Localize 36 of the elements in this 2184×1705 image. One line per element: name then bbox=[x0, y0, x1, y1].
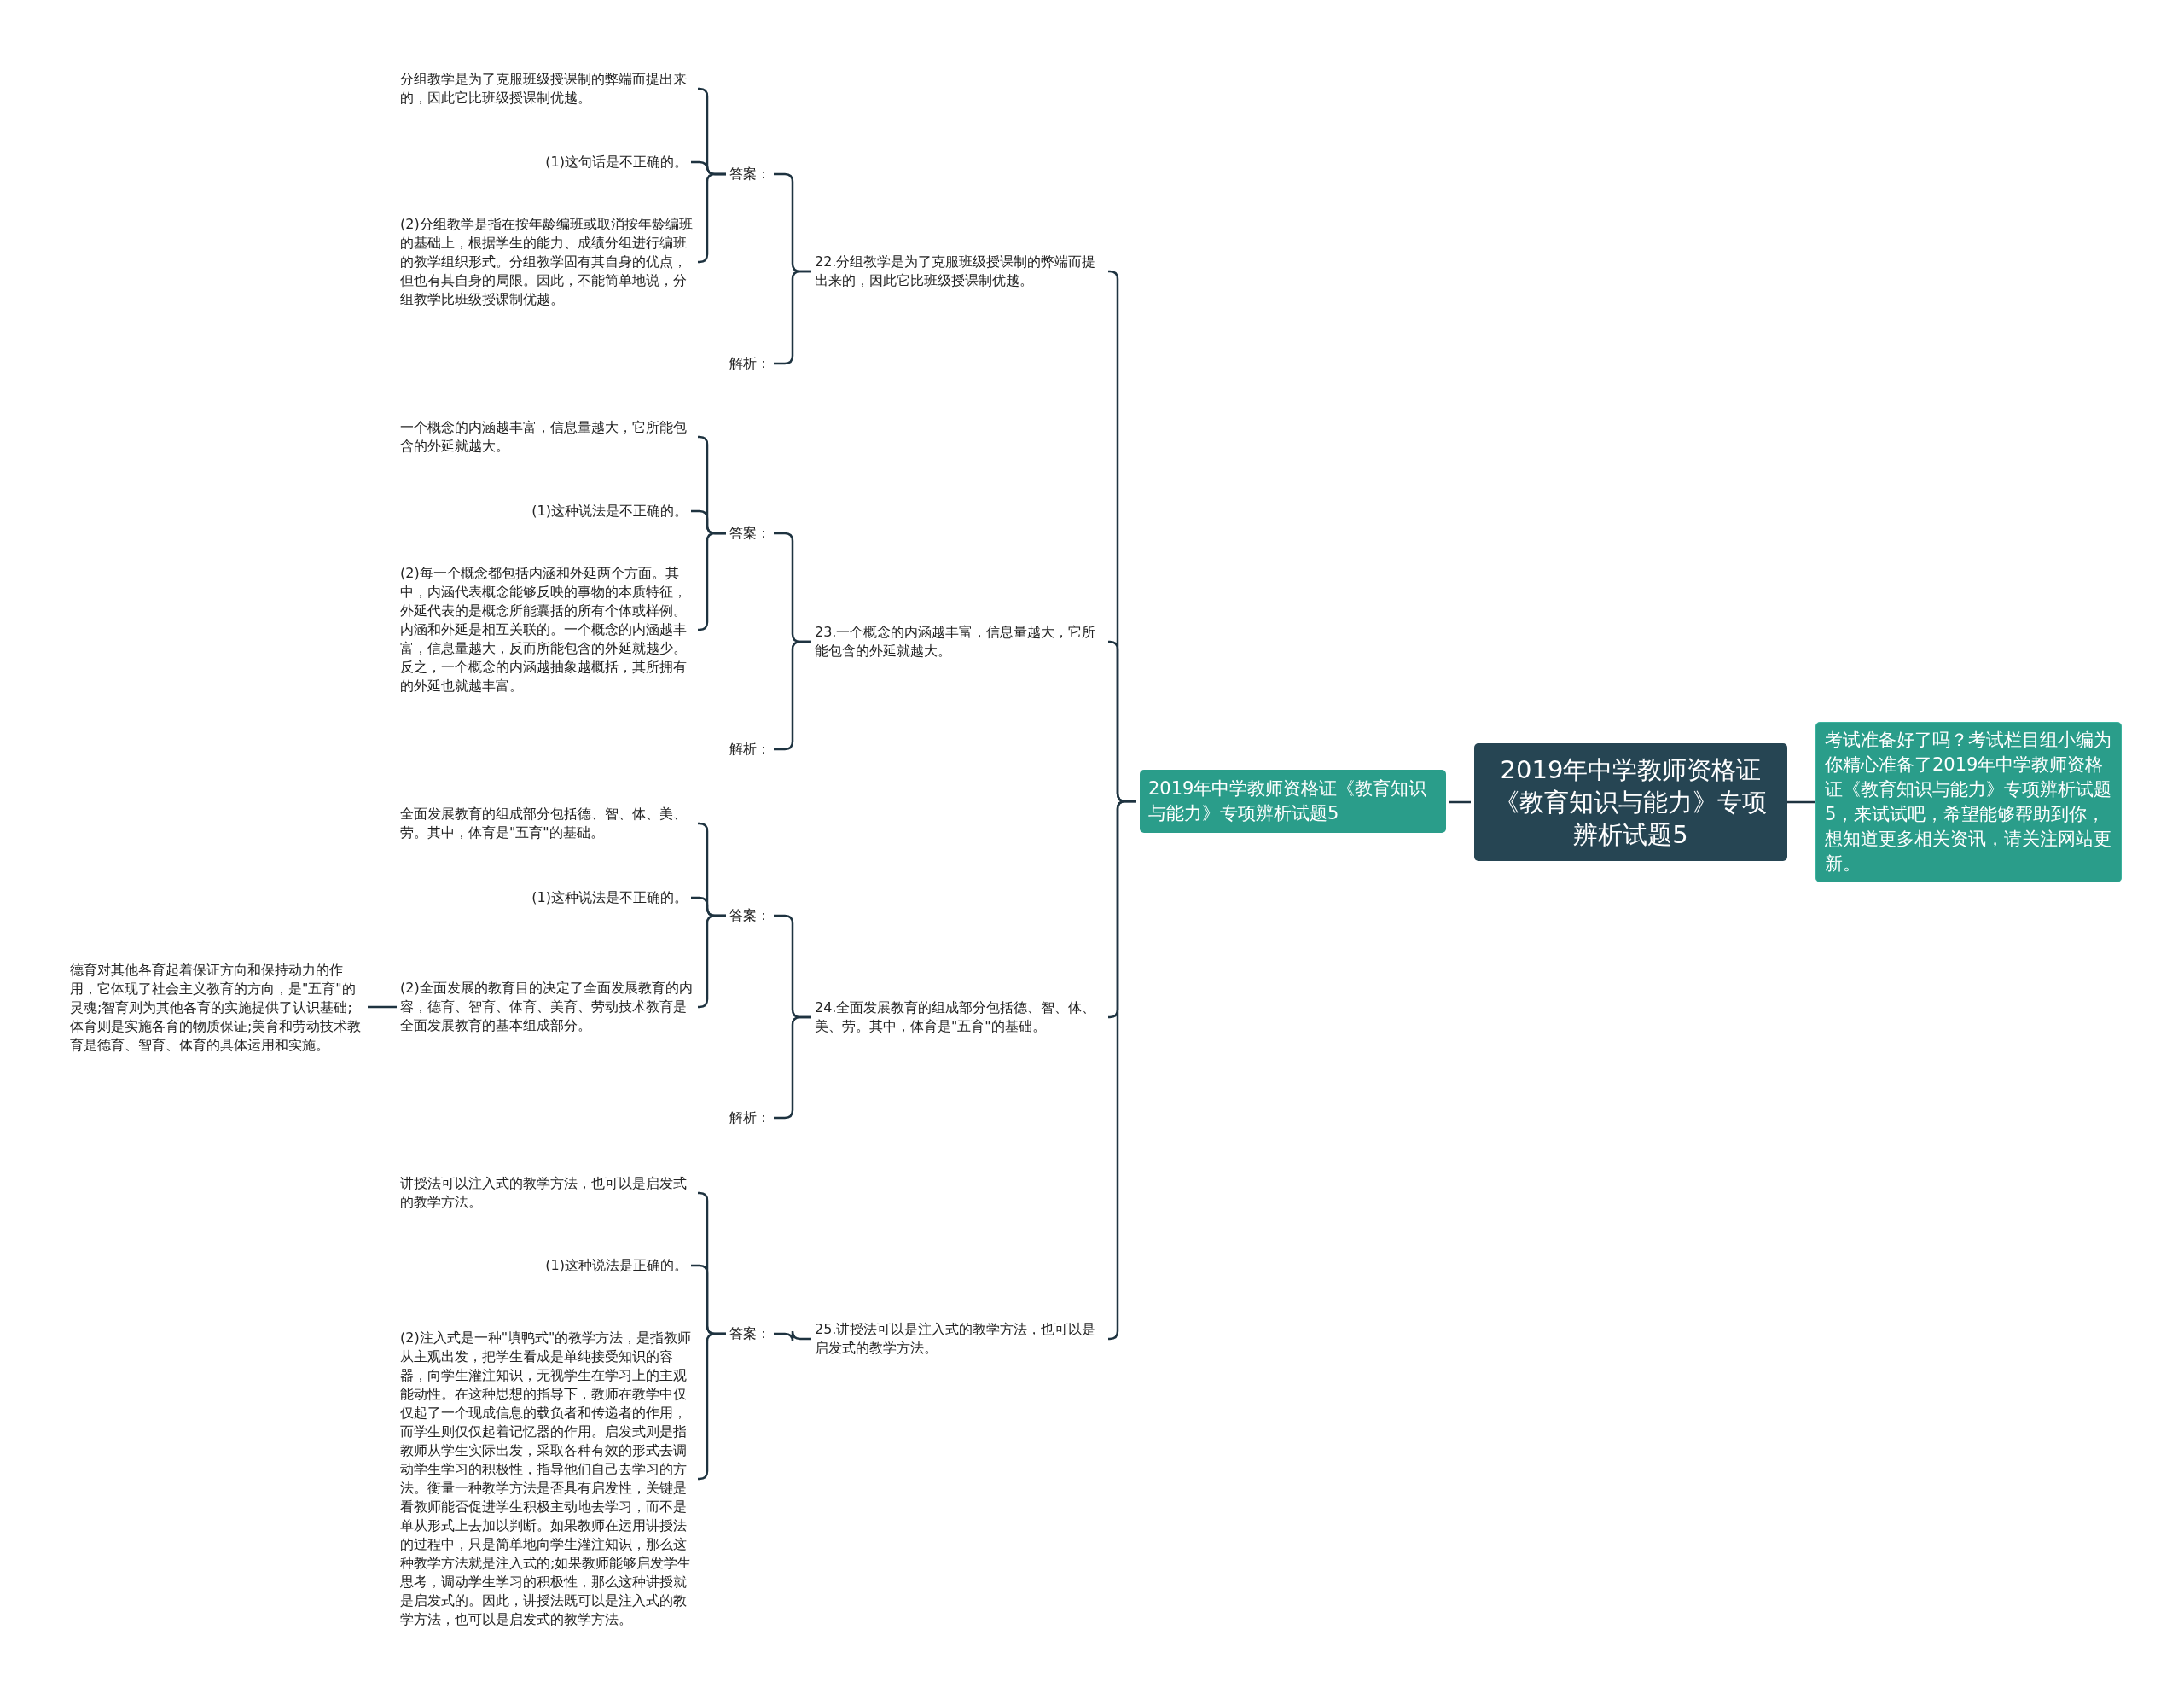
answer-label: 答案： bbox=[729, 524, 770, 543]
description-box: 考试准备好了吗？考试栏目组小编为你精心准备了2019年中学教师资格证《教育知识与能力》专项辨析试题5，来试试吧，希望能够帮助到你，想知道更多相关资讯，请关注网站更新。 bbox=[1815, 722, 2122, 882]
branch-line bbox=[1449, 800, 1471, 804]
statement-text: 讲授法可以注入式的教学方法，也可以是启发式的教学方法。 bbox=[400, 1174, 694, 1212]
branch-line bbox=[368, 1005, 397, 1009]
topic-box: 2019年中学教师资格证《教育知识与能力》专项辨析试题5 bbox=[1140, 770, 1446, 833]
branch-line bbox=[774, 1330, 811, 1343]
branch-line bbox=[1787, 800, 1815, 804]
statement-text: 分组教学是为了克服班级授课制的弊端而提出来的，因此它比班级授课制优越。 bbox=[400, 70, 694, 108]
analysis-label: 解析： bbox=[729, 354, 770, 373]
statement-text: 一个概念的内涵越丰富，信息量越大，它所能包含的外延就越大。 bbox=[400, 418, 694, 456]
question-text: 23.一个概念的内涵越丰富，信息量越大，它所能包含的外延就越大。 bbox=[815, 623, 1105, 660]
analysis-label: 解析： bbox=[729, 740, 770, 759]
branch-line bbox=[698, 172, 726, 264]
question-text: 22.分组教学是为了克服班级授课制的弊端而提出来的，因此它比班级授课制优越。 bbox=[815, 253, 1105, 290]
branch-line bbox=[698, 532, 726, 631]
explanation-text: (2)注入式是一种"填鸭式"的教学方法，是指教师从主观出发，把学生看成是单纯接受知识的容器，向学生灌注知识，无视学生在学习上的主观能动性。在这种思想的指导下，教师在教学中仅仅起了一个现成信息的载负者和传递者的作用，而学生则仅仅起着记忆器的作用。启发式则是指教师从学生实际出发，采取各种有效的形式去调动学生学习的积极性，指导他们自己去学习的方法。衡量一种教学方法是否具有启发性，关键是看教师能否促进学生积极主动地去学习，而不是单从形式上去加以判断。如果教师在运用讲授法的过程中，只是简单地向学生灌注知识，那么这种教学方法就是注入式的;如果教师能够启发学生思考，调动学生学习的积极性，那么这种讲授就是启发式的。因此，讲授法既可以是注入式的教学方法，也可以是启发式的教学方法。 bbox=[400, 1329, 694, 1629]
branch-line bbox=[698, 914, 726, 1009]
explanation-text: (2)分组教学是指在按年龄编班或取消按年龄编班的基础上，根据学生的能力、成绩分组进行编班的教学组织形式。分组教学固有其自身的优点，但也有其自身的局限。因此，不能简单地说，分组教学比班级授课制优越。 bbox=[400, 215, 694, 309]
branch-line bbox=[1107, 800, 1136, 1341]
answer-label: 答案： bbox=[729, 1324, 770, 1343]
answer-label: 答案： bbox=[729, 906, 770, 925]
analysis-label: 解析： bbox=[729, 1109, 770, 1127]
central-topic-box: 2019年中学教师资格证《教育知识与能力》专项辨析试题5 bbox=[1474, 743, 1787, 861]
explanation-text: (2)全面发展的教育目的决定了全面发展教育的内容，德育、智育、体育、美育、劳动技术教育是全面发展教育的基本组成部分。 bbox=[400, 979, 694, 1035]
verdict-text: (1)这种说法是不正确的。 bbox=[531, 502, 688, 521]
statement-text: 全面发展教育的组成部分包括德、智、体、美、劳。其中，体育是"五育"的基础。 bbox=[400, 805, 694, 842]
verdict-text: (1)这种说法是不正确的。 bbox=[531, 888, 688, 907]
verdict-text: (1)这句话是不正确的。 bbox=[545, 153, 688, 172]
branch-line bbox=[698, 1332, 726, 1481]
explanation-text: (2)每一个概念都包括内涵和外延两个方面。其中，内涵代表概念能够反映的事物的本质特征，外延代表的是概念所能囊括的所有个体或样例。内涵和外延是相互关联的。一个概念的内涵越丰富，信息量越大，反而所能包含的外延就越少。反之，一个概念的内涵越抽象越概括，其所拥有的外延也就越丰富。 bbox=[400, 564, 694, 695]
answer-label: 答案： bbox=[729, 165, 770, 183]
question-text: 24.全面发展教育的组成部分包括德、智、体、美、劳。其中，体育是"五育"的基础。 bbox=[815, 998, 1105, 1036]
question-text: 25.讲授法可以是注入式的教学方法，也可以是启发式的教学方法。 bbox=[815, 1320, 1105, 1358]
explanation-text: 德育对其他各育起着保证方向和保持动力的作用，它体现了社会主义教育的方向，是"五育"的灵魂;智育则为其他各育的实施提供了认识基础;体育则是实施各育的物质保证;美育和劳动技术教育是德育、智育、体育的具体运用和实施。 bbox=[70, 961, 364, 1055]
verdict-text: (1)这种说法是正确的。 bbox=[545, 1256, 688, 1275]
